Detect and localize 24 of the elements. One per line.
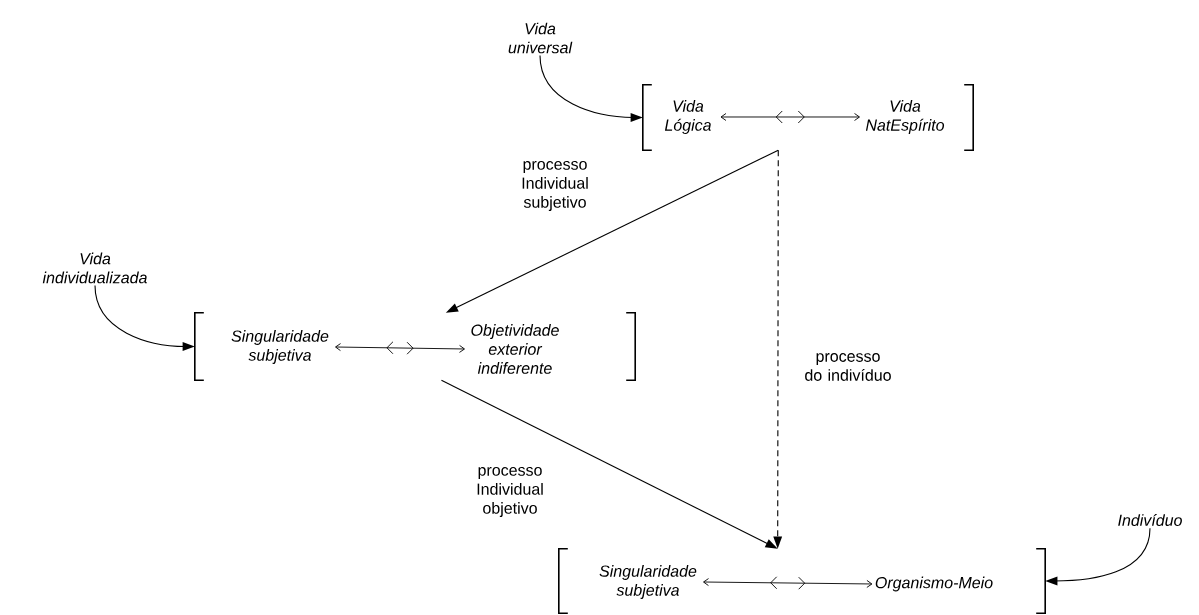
arrow	[94, 285, 195, 351]
term-text: Vida Lógica	[664, 100, 711, 134]
term-text: Indivíduo	[1118, 514, 1182, 526]
arrow	[773, 149, 783, 549]
arrow	[445, 149, 779, 313]
arrow	[720, 110, 860, 124]
arrow	[539, 55, 643, 122]
square-brackets	[642, 84, 974, 151]
square-brackets	[558, 548, 1046, 614]
arrow	[703, 576, 873, 590]
edge-label: processo Individual subjetivo	[513, 159, 597, 213]
term-text: Vida NatEspírito	[865, 100, 945, 134]
arrow	[440, 379, 778, 549]
term-text: Singularidade subjetiva	[231, 330, 329, 364]
square-brackets	[194, 312, 636, 381]
term-text: Objetividade exterior indiferente	[471, 324, 559, 374]
term-text: Vida universal	[508, 22, 573, 54]
arrow	[335, 341, 465, 355]
edge-label: processo Individual objetivo	[468, 465, 552, 519]
edge-label: processo do indivíduo	[796, 351, 900, 383]
term-text: Singularidade subjetiva	[599, 565, 697, 599]
arrow	[1045, 527, 1151, 586]
term-text: Organismo-Meio	[875, 576, 993, 592]
term-text: Vida individualizada	[42, 252, 147, 284]
